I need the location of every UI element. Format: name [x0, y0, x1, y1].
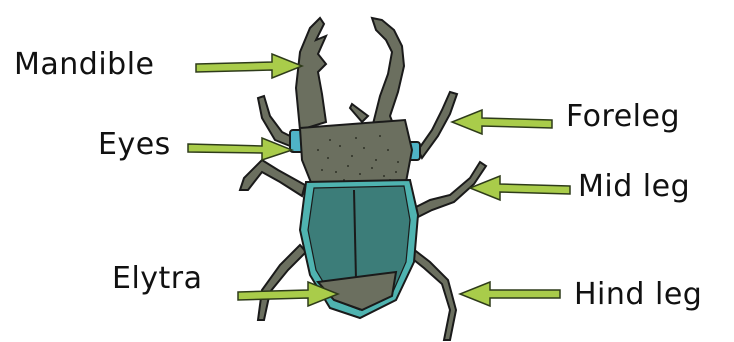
mandible-label: Mandible	[14, 50, 155, 80]
foreleg-label: Foreleg	[566, 102, 680, 132]
mandibles	[296, 18, 404, 130]
hind-leg-arrow	[460, 282, 560, 306]
elytra-label: Elytra	[112, 264, 203, 294]
mandible-arrow	[196, 54, 302, 78]
right-mandible-tooth	[350, 104, 368, 122]
foreleg-arrow	[452, 110, 552, 134]
left-hind-leg	[258, 245, 306, 320]
left-mid-leg	[240, 160, 305, 196]
right-foreleg	[418, 92, 457, 158]
mid-leg-label: Mid leg	[578, 172, 690, 202]
hind-leg-label: Hind leg	[574, 280, 702, 310]
right-mandible	[372, 18, 404, 128]
eyes-label: Eyes	[98, 130, 171, 160]
mid-leg-arrow	[470, 176, 570, 200]
right-mid-leg	[410, 162, 486, 220]
left-mandible	[296, 18, 326, 130]
head-thorax	[300, 120, 412, 185]
